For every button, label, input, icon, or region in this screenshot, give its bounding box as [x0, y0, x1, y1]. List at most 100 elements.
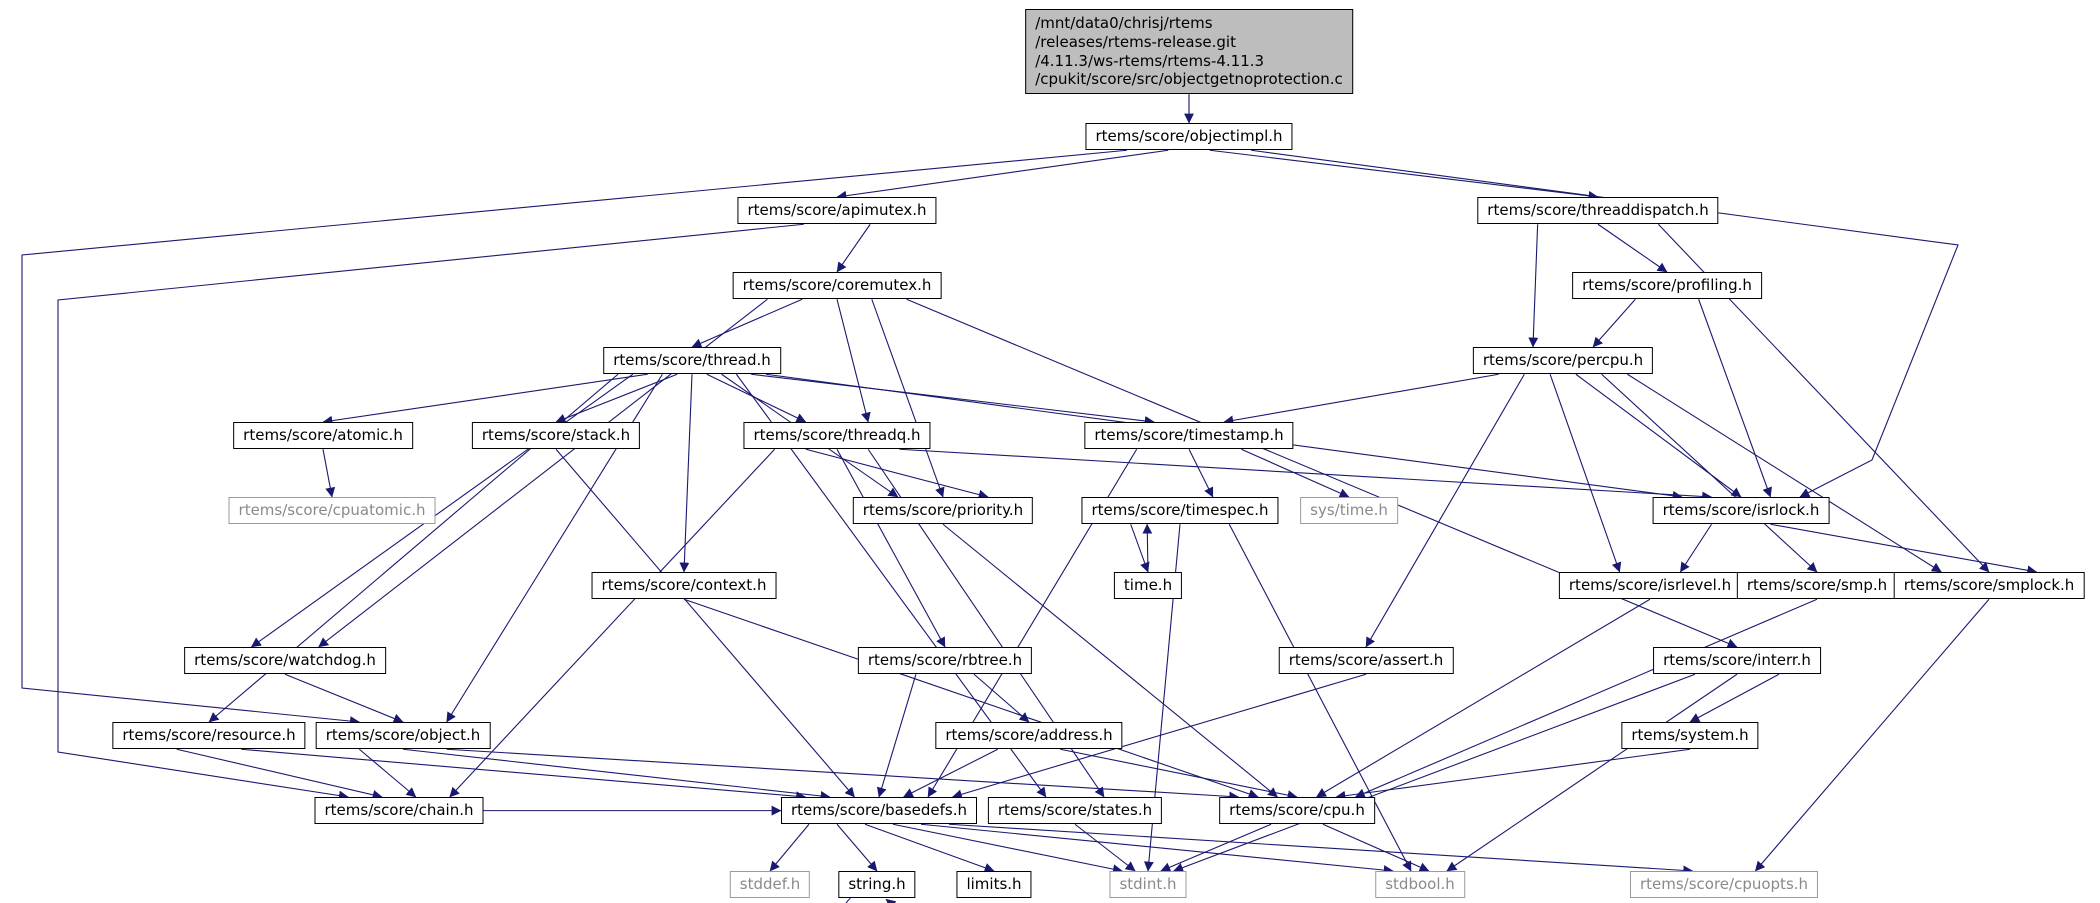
edge-interr-system	[1689, 673, 1780, 723]
edge-thread-threadq	[706, 373, 807, 423]
node-cpuatomic: rtems/score/cpuatomic.h	[228, 497, 436, 525]
node-apimutex[interactable]: rtems/score/apimutex.h	[737, 197, 937, 225]
edge-system-cpu	[1335, 748, 1691, 801]
edge-rbtree-basedefs	[876, 674, 917, 798]
edge-threadq-priority	[805, 448, 989, 500]
node-objectimpl[interactable]: rtems/score/objectimpl.h	[1085, 123, 1293, 151]
edge-time-timespec	[1142, 523, 1153, 573]
edge-threaddispatch-percpu	[1528, 224, 1539, 348]
edge-isrlevel-cpu	[1316, 598, 1651, 798]
node-stdint: stdint.h	[1109, 871, 1187, 899]
node-rbtree[interactable]: rtems/score/rbtree.h	[857, 647, 1033, 675]
edge-string-string	[845, 897, 897, 903]
node-isrlevel[interactable]: rtems/score/isrlevel.h	[1558, 572, 1742, 600]
edge-resource-chain	[176, 748, 383, 800]
node-root: /mnt/data0/chrisj/rtems /releases/rtems-…	[1025, 9, 1353, 94]
node-watchdog[interactable]: rtems/score/watchdog.h	[184, 647, 386, 675]
edge-thread-watchdog	[250, 373, 634, 648]
node-states[interactable]: rtems/score/states.h	[987, 797, 1163, 825]
node-thread[interactable]: rtems/score/thread.h	[603, 347, 781, 375]
node-object[interactable]: rtems/score/object.h	[315, 722, 491, 750]
node-timespec[interactable]: rtems/score/timespec.h	[1081, 497, 1279, 525]
edge-object-cpu	[446, 748, 1240, 802]
edge-isrlock-smplock	[1770, 523, 2038, 576]
node-cpuopts: rtems/score/cpuopts.h	[1629, 871, 1819, 899]
edge-thread-stack	[555, 373, 678, 424]
edge-address-cpu	[1060, 748, 1298, 800]
node-stack[interactable]: rtems/score/stack.h	[471, 422, 641, 450]
edge-context-cpu	[683, 598, 1259, 799]
edge-resource-basedefs	[241, 748, 806, 802]
edge-address-basedefs	[903, 748, 999, 798]
edge-percpu-isrlock	[1575, 373, 1742, 498]
node-time[interactable]: time.h	[1113, 572, 1183, 600]
edge-percpu-timestamp	[1223, 373, 1499, 426]
edge-objectimpl-apimutex	[836, 149, 1169, 201]
edge-cpu-stdbool	[1322, 823, 1430, 872]
edge-basedefs-limits	[864, 823, 995, 873]
node-coremutex[interactable]: rtems/score/coremutex.h	[732, 272, 942, 300]
edge-timestamp-timespec	[1188, 449, 1214, 498]
edge-thread-atomic	[322, 373, 648, 426]
node-limits[interactable]: limits.h	[956, 871, 1032, 899]
edge-smplock-cpuopts	[1754, 598, 1990, 872]
edge-threadq-rbtree	[836, 448, 946, 648]
edge-states-stdint	[1074, 823, 1136, 872]
edge-percpu-assert	[1365, 373, 1525, 648]
node-context[interactable]: rtems/score/context.h	[591, 572, 777, 600]
edge-priority-cpu	[942, 523, 1278, 798]
edge-assert-basedefs	[952, 673, 1367, 800]
node-resource[interactable]: rtems/score/resource.h	[112, 722, 306, 750]
edge-percpu-isrlevel	[1549, 374, 1622, 573]
edge-coremutex-threadq	[836, 299, 871, 423]
edge-percpu-smp	[1601, 373, 1818, 573]
edge-basedefs-cpuopts	[948, 823, 1694, 876]
edge-cpu-stdint	[1160, 823, 1272, 872]
edge-objectimpl-threaddispatch	[1209, 149, 1599, 201]
node-smp[interactable]: rtems/score/smp.h	[1736, 572, 1898, 600]
node-systime: sys/time.h	[1300, 497, 1398, 525]
edge-profiling-isrlock	[1698, 299, 1772, 498]
node-atomic[interactable]: rtems/score/atomic.h	[233, 422, 413, 450]
edge-basedefs-stddef	[769, 823, 810, 872]
edge-percpu-smplock	[1627, 373, 1942, 573]
node-percpu[interactable]: rtems/score/percpu.h	[1472, 347, 1654, 375]
edge-basedefs-stdbool	[920, 823, 1394, 875]
edge-threadq-isrlock	[899, 448, 1713, 502]
node-string[interactable]: string.h	[838, 871, 916, 899]
node-interr[interactable]: rtems/score/interr.h	[1653, 647, 1821, 675]
node-address[interactable]: rtems/score/address.h	[935, 722, 1123, 750]
node-priority[interactable]: rtems/score/priority.h	[852, 497, 1034, 525]
edge-interr-stdint	[1173, 673, 1696, 873]
edge-atomic-cpuatomic	[322, 449, 336, 498]
edge-objectimpl-object	[21, 149, 1127, 726]
node-smplock[interactable]: rtems/score/smplock.h	[1893, 572, 2085, 600]
node-threaddispatch[interactable]: rtems/score/threaddispatch.h	[1477, 197, 1719, 225]
edge-timespec-stdbool	[1228, 523, 1412, 872]
node-system[interactable]: rtems/system.h	[1621, 722, 1759, 750]
node-timestamp[interactable]: rtems/score/timestamp.h	[1084, 422, 1294, 450]
edge-threadq-chain	[449, 448, 776, 798]
node-stdbool: stdbool.h	[1375, 871, 1465, 899]
edge-object-chain	[358, 748, 417, 798]
node-isrlock[interactable]: rtems/score/isrlock.h	[1652, 497, 1830, 525]
node-threadq[interactable]: rtems/score/threadq.h	[743, 422, 931, 450]
edge-object-basedefs	[402, 748, 831, 801]
node-basedefs[interactable]: rtems/score/basedefs.h	[781, 797, 977, 825]
node-profiling[interactable]: rtems/score/profiling.h	[1572, 272, 1762, 300]
edge-threaddispatch-profiling	[1597, 223, 1668, 273]
edge-isrlock-isrlevel	[1679, 523, 1712, 573]
edge-basedefs-stdint	[892, 823, 1123, 874]
edge-watchdog-object	[284, 673, 404, 724]
edge-apimutex-chain	[57, 223, 804, 801]
node-stddef: stddef.h	[729, 871, 811, 899]
node-cpu[interactable]: rtems/score/cpu.h	[1219, 797, 1375, 825]
edge-timespec-time	[1130, 524, 1150, 573]
node-assert[interactable]: rtems/score/assert.h	[1278, 647, 1454, 675]
edge-coremutex-thread	[691, 298, 803, 348]
edge-apimutex-coremutex	[836, 223, 871, 273]
node-chain[interactable]: rtems/score/chain.h	[314, 797, 484, 825]
edge-thread-context	[679, 374, 693, 573]
